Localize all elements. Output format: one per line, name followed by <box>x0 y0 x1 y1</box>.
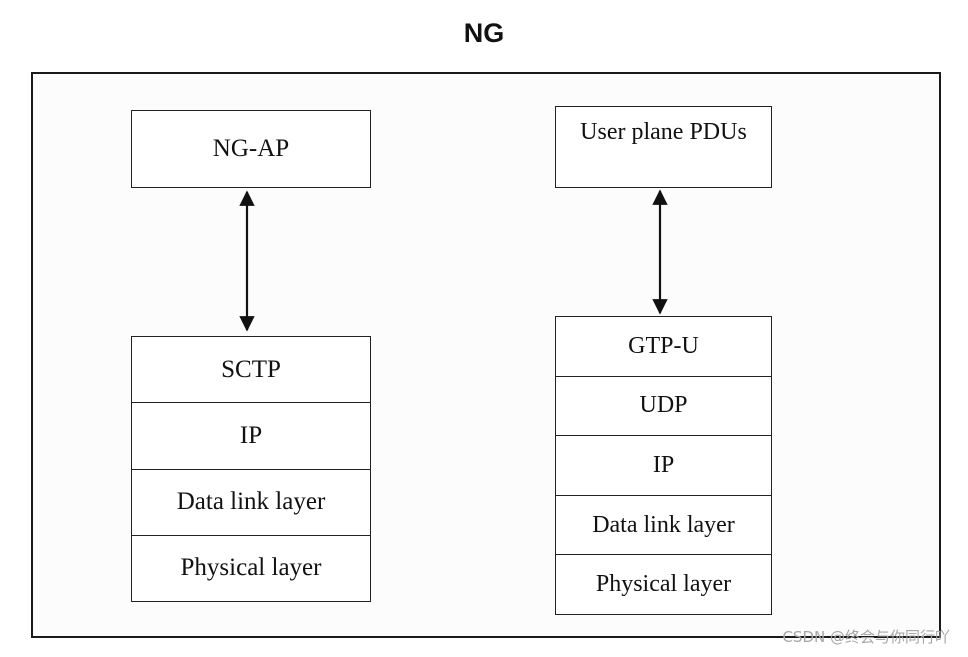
right-layer-ip: IP <box>556 435 771 495</box>
right-layer-data-link: Data link layer <box>556 494 771 555</box>
left-layer-physical: Physical layer <box>132 534 370 601</box>
ng-ap-box: NG-AP <box>131 110 371 188</box>
left-layer-data-link: Data link layer <box>132 468 370 535</box>
right-layer-gtp-u: GTP-U <box>628 332 699 359</box>
left-layer-sctp: SCTP <box>221 355 281 383</box>
right-layer-physical: Physical layer <box>556 554 771 614</box>
user-plane-pdus-box: User plane PDUs <box>555 106 772 188</box>
watermark: CSDN @终会与你同行吖 <box>782 628 950 646</box>
right-layer-udp: UDP <box>556 375 771 436</box>
user-plane-pdus-label: User plane PDUs <box>580 119 747 145</box>
left-layer-ip: IP <box>132 402 370 468</box>
ng-ap-label: NG-AP <box>212 135 290 162</box>
right-protocol-stack: GTP-U UDP IP Data link layer Physical la… <box>555 316 772 615</box>
left-protocol-stack: SCTP IP Data link layer Physical layer <box>131 336 371 602</box>
diagram-title: NG <box>463 18 505 48</box>
